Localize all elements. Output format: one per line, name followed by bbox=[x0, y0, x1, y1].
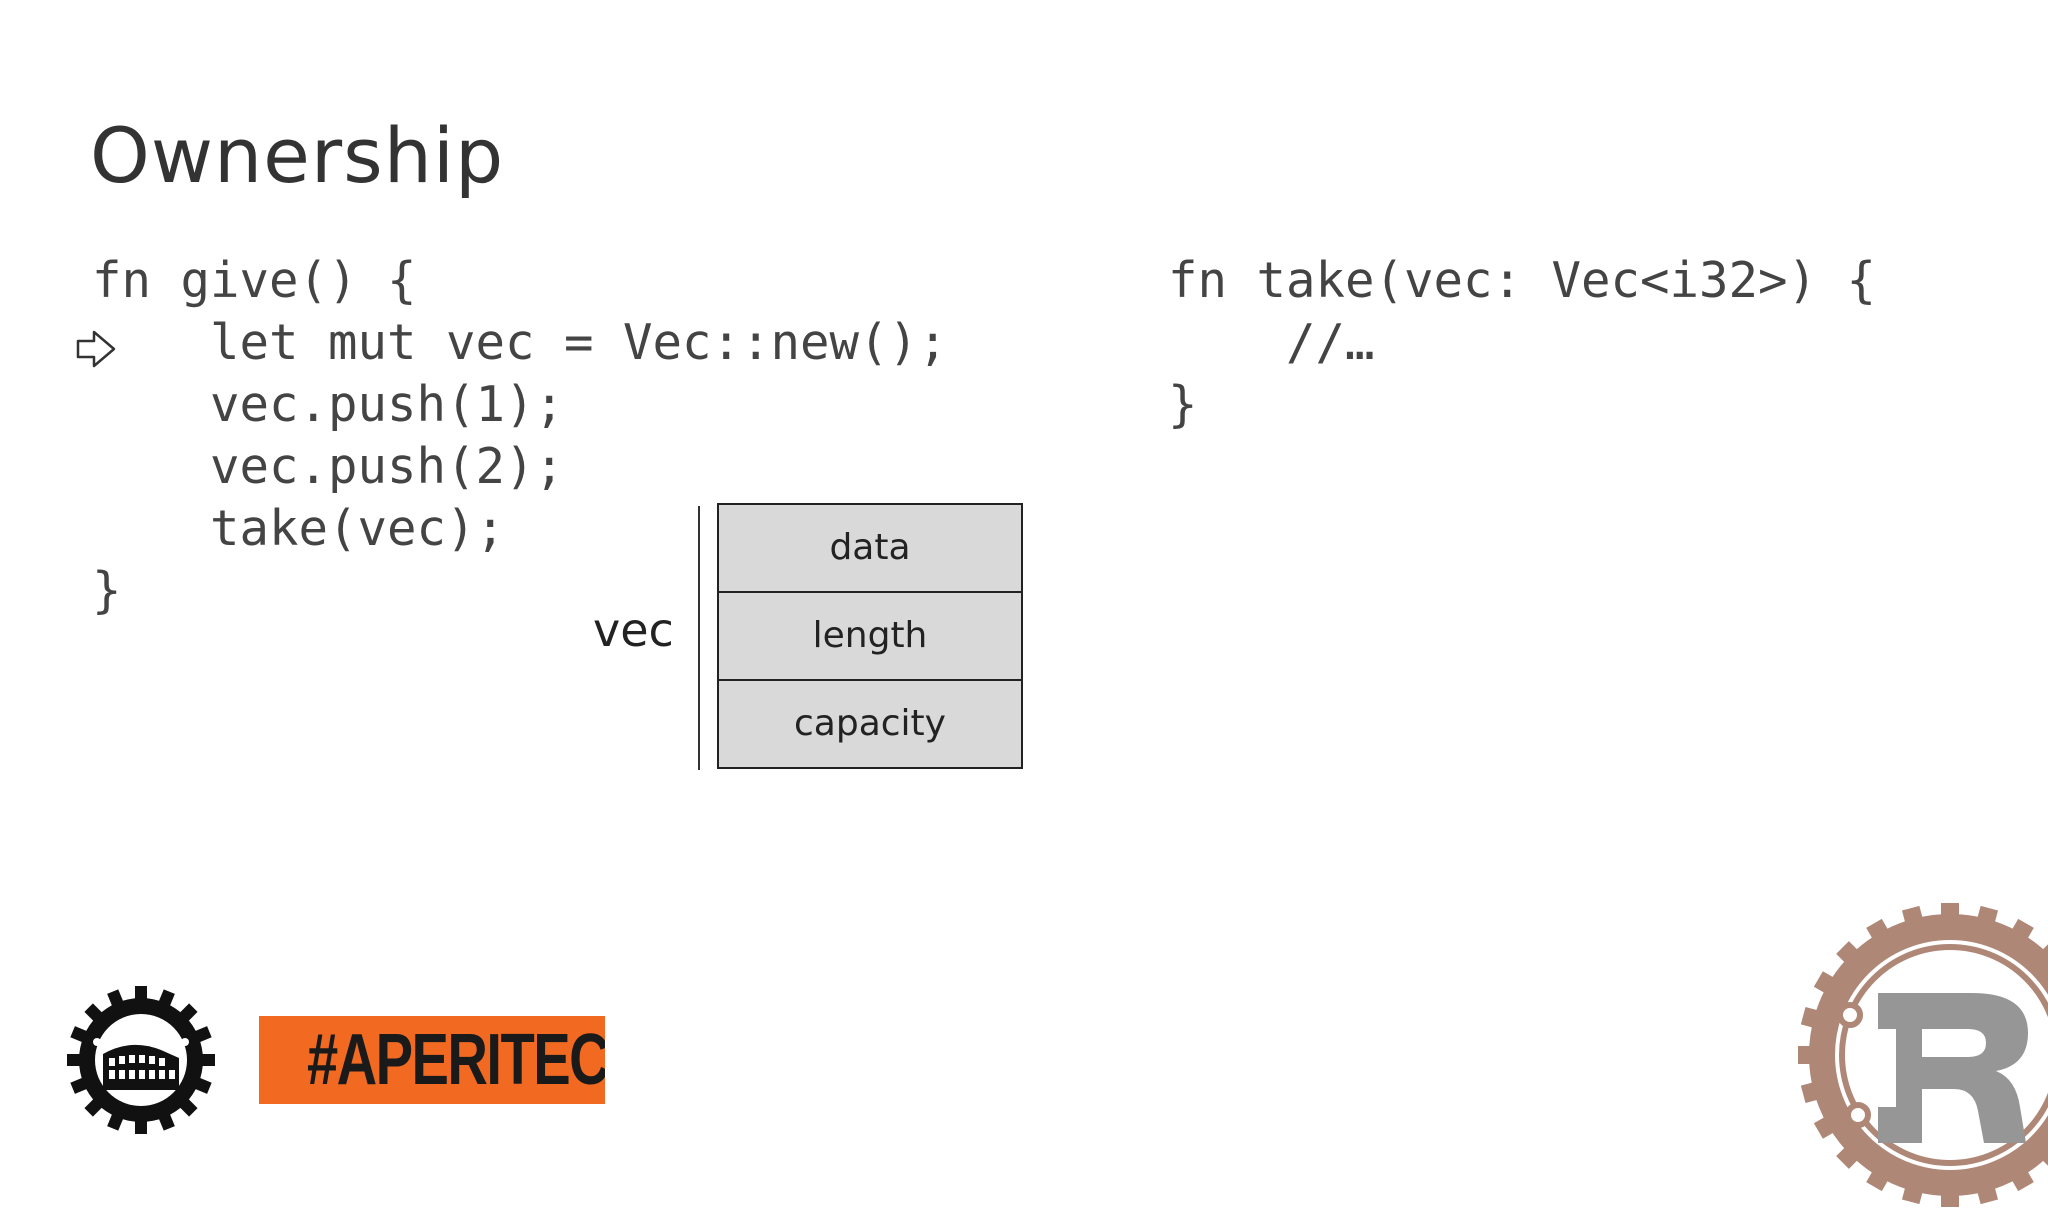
rust-logo-icon bbox=[1798, 903, 2048, 1207]
aperitech-hashtag-banner: #APERITECH bbox=[259, 1016, 605, 1104]
code-line: //… bbox=[1168, 314, 1375, 371]
code-line: fn take(vec: Vec<i32>) { bbox=[1168, 252, 1877, 309]
arrow-right-icon bbox=[76, 330, 116, 368]
vec-field-capacity: capacity bbox=[794, 703, 946, 744]
code-line: } bbox=[1168, 376, 1198, 433]
code-block-take: fn take(vec: Vec<i32>) { //…} bbox=[1168, 250, 1876, 436]
rust-rome-colosseum-gear-icon bbox=[67, 986, 215, 1134]
slide-title: Ownership bbox=[90, 111, 505, 200]
code-line: fn give() { bbox=[92, 252, 417, 309]
vec-field-length: length bbox=[719, 593, 1021, 681]
code-line: let mut vec = Vec::new(); bbox=[92, 314, 948, 371]
code-line: vec.push(1); bbox=[92, 376, 565, 433]
vec-field-data: data bbox=[719, 505, 1021, 593]
slide: Ownership fn give() { let mut vec = Vec:… bbox=[67, 111, 2048, 1207]
code-line: vec.push(2); bbox=[92, 438, 565, 495]
code-line: take(vec); bbox=[92, 500, 506, 557]
code-block-give: fn give() { let mut vec = Vec::new(); ve… bbox=[92, 250, 948, 622]
stack-frame-bar bbox=[698, 506, 700, 770]
aperitech-hashtag-text: #APERITECH bbox=[306, 1020, 605, 1100]
vec-struct-diagram: data length capacity bbox=[717, 503, 1023, 769]
code-line: } bbox=[92, 562, 122, 619]
vec-label: vec bbox=[593, 603, 674, 657]
